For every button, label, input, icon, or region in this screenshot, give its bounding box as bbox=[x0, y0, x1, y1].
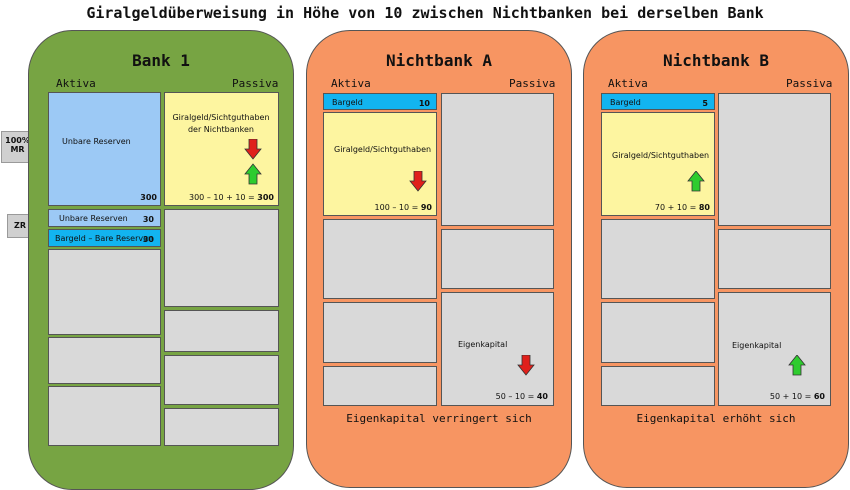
nichtbank-a-giralgeld-label: Giralgeld/Sichtguthaben bbox=[334, 145, 432, 154]
nichtbank-b-giralgeld-label: Giralgeld/Sichtguthaben bbox=[612, 151, 710, 160]
nichtbank-a-eigenkapital-result: 40 bbox=[536, 392, 548, 401]
nichtbank-a-giralgeld-result: 90 bbox=[420, 203, 432, 212]
bank1-giralgeld-calc-text: 300 – 10 + 10 = bbox=[189, 193, 258, 202]
nichtbank-a-ek-arrow bbox=[517, 355, 535, 376]
bank1-passiva-empty-4 bbox=[164, 408, 279, 446]
up-arrow-icon bbox=[788, 355, 806, 376]
bank1-unbare-reserven-100: Unbare Reserven 300 bbox=[48, 92, 161, 206]
bank1-bargeld-bare: Bargeld – Bare Reserven 30 bbox=[48, 229, 161, 247]
page-title: Giralgeldüberweisung in Höhe von 10 zwis… bbox=[86, 4, 764, 22]
nichtbank-a-giralgeld-calc: 100 – 10 = 90 bbox=[375, 203, 432, 212]
nichtbank-b-bargeld-value: 5 bbox=[702, 99, 708, 108]
bank1-title: Bank 1 bbox=[132, 51, 190, 70]
nichtbank-a-eigenkapital-calc: 50 – 10 = 40 bbox=[496, 392, 548, 401]
up-arrow-icon bbox=[244, 163, 262, 185]
nichtbank-a-aktiva-empty-1 bbox=[323, 219, 437, 299]
down-arrow-icon bbox=[244, 139, 262, 160]
nichtbank-b-passiva-empty-1 bbox=[718, 93, 831, 226]
bank1-aktiva-empty-2 bbox=[48, 337, 161, 384]
bank1-passiva-empty-2 bbox=[164, 310, 279, 352]
bank1-unbare-reserven-zr-value: 30 bbox=[142, 215, 154, 224]
nichtbank-a-giralgeld: Giralgeld/Sichtguthaben 100 – 10 = 90 bbox=[323, 112, 437, 216]
nichtbank-b-giral-arrow bbox=[687, 171, 705, 192]
nichtbank-b-passiva: Passiva bbox=[786, 77, 833, 90]
bank1-giralgeld: Giralgeld/Sichtguthaben der Nichtbanken … bbox=[164, 92, 279, 206]
down-arrow-icon bbox=[517, 355, 535, 376]
nichtbank-a-giralgeld-calc-text: 100 – 10 = bbox=[374, 203, 421, 212]
nichtbank-b-bargeld-label: Bargeld bbox=[610, 98, 641, 107]
nichtbank-b-eigenkapital-calc: 50 + 10 = 60 bbox=[770, 392, 825, 401]
nichtbank-b-ek-arrow bbox=[788, 355, 806, 376]
nichtbank-a-bargeld-label: Bargeld bbox=[332, 98, 363, 107]
bank1-arrows bbox=[244, 139, 262, 185]
nichtbank-b-aktiva-empty-2 bbox=[601, 302, 715, 363]
nichtbank-a-eigenkapital-calc-text: 50 – 10 = bbox=[495, 392, 537, 401]
nichtbank-a-eigenkapital-label: Eigenkapital bbox=[458, 340, 508, 349]
nichtbank-b-giralgeld-calc: 70 + 10 = 80 bbox=[655, 203, 710, 212]
bank1-passiva-empty-1 bbox=[164, 209, 279, 307]
nichtbank-a-bargeld-value: 10 bbox=[418, 99, 430, 108]
nichtbank-a-bargeld: Bargeld 10 bbox=[323, 93, 437, 110]
nichtbank-b-eigenkapital-calc-text: 50 + 10 = bbox=[769, 392, 814, 401]
bank1-giralgeld-label: Giralgeld/Sichtguthaben der Nichtbanken bbox=[172, 113, 270, 134]
nichtbank-a-title: Nichtbank A bbox=[386, 51, 492, 70]
bank1-giralgeld-calc: 300 – 10 + 10 = 300 bbox=[189, 193, 274, 202]
nichtbank-b-giralgeld: Giralgeld/Sichtguthaben 70 + 10 = 80 bbox=[601, 112, 715, 216]
nichtbank-b-aktiva-empty-1 bbox=[601, 219, 715, 299]
bank1-aktiva-empty-3 bbox=[48, 386, 161, 446]
nichtbank-a-passiva-empty-2 bbox=[441, 229, 554, 289]
bank1-passiva: Passiva bbox=[232, 77, 279, 90]
nichtbank-a-passiva-empty-1 bbox=[441, 93, 554, 226]
nichtbank-b-caption: Eigenkapital erhöht sich bbox=[636, 412, 796, 425]
nichtbank-b-passiva-empty-2 bbox=[718, 229, 831, 289]
nichtbank-b-aktiva: Aktiva bbox=[608, 77, 648, 90]
nichtbank-b-giralgeld-result: 80 bbox=[698, 203, 710, 212]
nichtbank-a-eigenkapital: Eigenkapital 50 – 10 = 40 bbox=[441, 292, 554, 406]
down-arrow-icon bbox=[409, 171, 427, 192]
nichtbank-a-caption: Eigenkapital verringert sich bbox=[346, 412, 532, 425]
nichtbank-a-aktiva-empty-3 bbox=[323, 366, 437, 406]
nichtbank-b-bargeld: Bargeld 5 bbox=[601, 93, 715, 110]
nichtbank-a-passiva: Passiva bbox=[509, 77, 556, 90]
nichtbank-b-title: Nichtbank B bbox=[663, 51, 769, 70]
nichtbank-a-giral-arrow bbox=[409, 171, 427, 192]
bank1-unbare-reserven-value: 300 bbox=[140, 193, 157, 202]
bank1-giralgeld-result: 300 bbox=[257, 193, 274, 202]
bank1-bargeld-bare-label: Bargeld – Bare Reserven bbox=[55, 234, 154, 243]
bank1-bargeld-bare-value: 30 bbox=[142, 235, 154, 244]
label-mr: MR bbox=[10, 145, 25, 154]
bank1-aktiva-empty-1 bbox=[48, 249, 161, 335]
nichtbank-b-giralgeld-calc-text: 70 + 10 = bbox=[654, 203, 699, 212]
nichtbank-b-eigenkapital: Eigenkapital 50 + 10 = 60 bbox=[718, 292, 831, 406]
bank1-passiva-empty-3 bbox=[164, 355, 279, 405]
bank1-unbare-reserven-label: Unbare Reserven bbox=[62, 137, 131, 146]
nichtbank-b-eigenkapital-label: Eigenkapital bbox=[732, 341, 782, 350]
bank1-unbare-reserven-zr-label: Unbare Reserven bbox=[59, 214, 128, 223]
nichtbank-a-aktiva-empty-2 bbox=[323, 302, 437, 363]
bank1-aktiva: Aktiva bbox=[56, 77, 96, 90]
up-arrow-icon bbox=[687, 171, 705, 192]
nichtbank-b-eigenkapital-result: 60 bbox=[813, 392, 825, 401]
nichtbank-a-aktiva: Aktiva bbox=[331, 77, 371, 90]
label-100: 100% bbox=[5, 136, 30, 145]
nichtbank-b-aktiva-empty-3 bbox=[601, 366, 715, 406]
bank1-unbare-reserven-zr: Unbare Reserven 30 bbox=[48, 209, 161, 227]
